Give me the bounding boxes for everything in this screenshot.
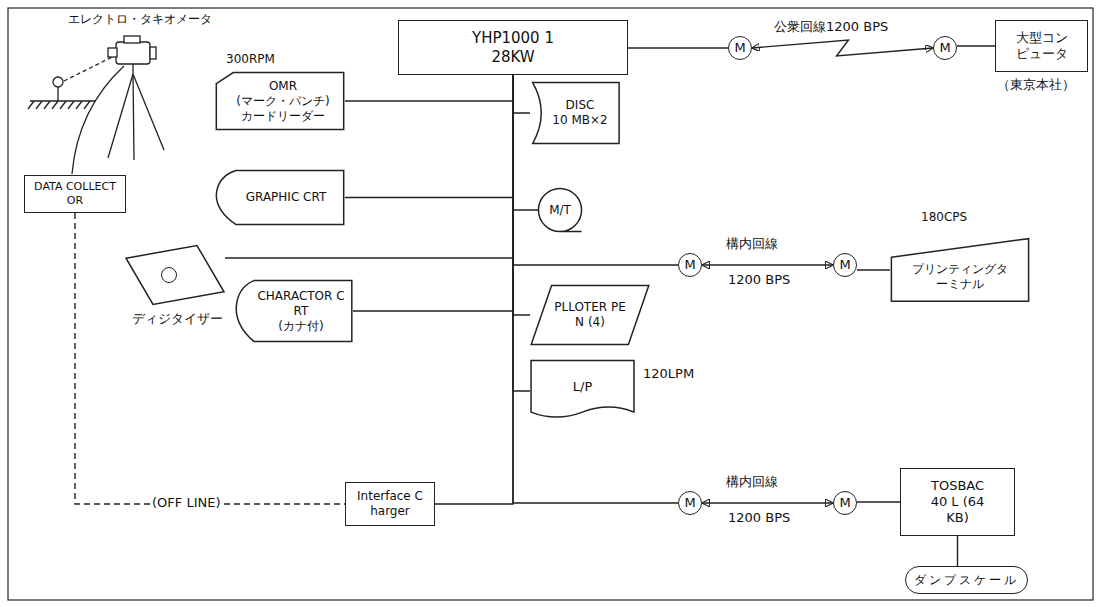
node-text: L/P — [573, 379, 592, 395]
data-collector-box: DATA COLLECTOR — [24, 175, 126, 213]
survey-target — [28, 56, 114, 109]
connector-line — [513, 75, 530, 391]
connector-line — [345, 75, 513, 101]
scale-box: ダンプスケール — [905, 566, 1028, 594]
connector-line — [957, 45, 995, 46]
node-text: DATA COLLECTOR — [33, 180, 117, 208]
node-text: GRAPHIC CRT — [246, 190, 327, 205]
node-text: 120LPM — [642, 366, 695, 382]
node-text: M — [734, 40, 745, 56]
node-text: (カナ付) — [278, 319, 323, 334]
modem-circle: M — [678, 253, 702, 277]
offline-connector — [75, 213, 345, 504]
node-text: M/T — [549, 203, 571, 218]
frame — [8, 8, 1093, 600]
connector-line — [513, 75, 530, 315]
crt-display: GRAPHIC CRT — [215, 170, 345, 225]
node-text: ダンプスケール — [914, 573, 1019, 588]
crt-display: CHARACTOR CRT(カナ付) — [235, 280, 353, 342]
modem-circle: M — [728, 36, 752, 60]
line-label: 公衆回線1200 BPS — [772, 19, 890, 35]
node-text: （東京本社） — [996, 77, 1076, 93]
modem-circle: M — [933, 36, 957, 60]
host-computer-box: 大型コンピュータ（東京本社） — [995, 20, 1088, 72]
line-printer-shape: 120LPML/P — [530, 360, 635, 422]
computer-box: YHP1000 128KW — [398, 20, 628, 75]
node-text: CHARACTOR CRT — [255, 289, 347, 319]
modem-circle: M — [678, 491, 702, 515]
node-text: YHP1000 128KW — [468, 29, 558, 67]
computer-box: TOSBAC 40 L (64KB) — [900, 468, 1015, 536]
plotter-shape: PLLOTER PEN (4) — [530, 285, 650, 345]
node-text: TOSBAC 40 L (64KB) — [927, 478, 989, 527]
modem-circle: M — [833, 491, 857, 515]
line-label: 構内回線 — [724, 474, 780, 490]
stylus-puck — [161, 267, 177, 283]
line-label: (OFF LINE) — [150, 495, 222, 511]
node-text: 大型コンピュータ — [1012, 30, 1072, 63]
connector-line — [345, 75, 513, 198]
node-text: M — [684, 495, 695, 511]
connector-line — [702, 264, 833, 265]
interface-box: Interface Charger — [345, 482, 435, 526]
line-label: 構内回線 — [724, 236, 780, 252]
node-text: M — [939, 40, 950, 56]
connector-line — [225, 75, 513, 258]
node-text: カードリーダー — [241, 109, 325, 124]
connector-line — [513, 75, 678, 503]
connector-line — [957, 536, 958, 566]
tachymeter-illustration — [72, 36, 164, 174]
node-text: Interface Charger — [354, 489, 426, 519]
disc-drive-shape: DISC10 MB×2 — [530, 82, 620, 144]
connector-line — [857, 269, 890, 270]
node-text: 10 MB×2 — [552, 113, 607, 128]
connector-line — [702, 502, 833, 503]
node-text: M — [684, 257, 695, 273]
node-text: DISC — [566, 98, 595, 113]
node-text: 180CPS — [920, 210, 968, 225]
connector-line — [513, 75, 530, 113]
digitizer-tablet: ディジタイザー — [125, 245, 225, 305]
node-text: ディジタイザー — [131, 311, 224, 327]
node-text: M — [839, 495, 850, 511]
card-reader-shape: 300RPMOMR(マーク・パンチ)カードリーダー — [215, 72, 345, 130]
node-text: OMR — [269, 79, 297, 94]
node-text: (マーク・パンチ) — [236, 94, 329, 109]
line-speed-label: 1200 BPS — [726, 510, 792, 526]
line-speed-label: 1200 BPS — [726, 272, 792, 288]
node-text: PLLOTER PEN (4) — [550, 300, 630, 330]
tape-drive-reel: M/T — [538, 188, 582, 232]
connector-line — [435, 75, 513, 504]
printing-terminal-shape: 180CPSプリンティングターミナル — [890, 238, 1030, 302]
connector-line — [752, 40, 933, 56]
connector-line — [353, 75, 513, 311]
node-text: M — [839, 257, 850, 273]
node-text: 300RPM — [225, 52, 276, 67]
modem-circle: M — [833, 253, 857, 277]
device-label: エレクトロ・タキオメータ — [66, 12, 214, 27]
connector-line — [513, 75, 678, 265]
connector-line — [628, 47, 728, 48]
node-text: プリンティングターミナル — [912, 262, 1008, 292]
connector-line — [857, 501, 900, 502]
